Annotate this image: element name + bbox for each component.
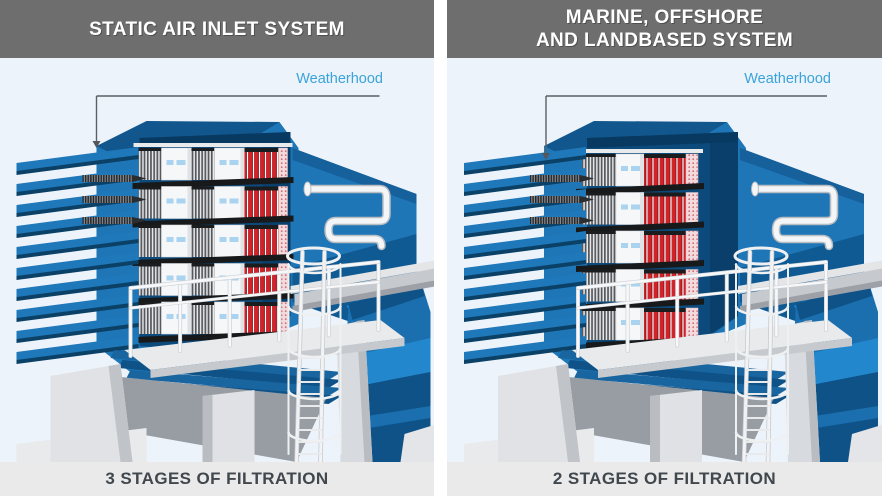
weatherhood-label: Weatherhood	[296, 71, 383, 87]
machine-illustration	[0, 58, 434, 462]
illustration-area: Weatherhood	[0, 58, 434, 462]
panel-header-bar: STATIC AIR INLET SYSTEM	[0, 0, 434, 58]
panel-header-bar: MARINE, OFFSHORE AND LANDBASED SYSTEM	[447, 0, 882, 58]
illustration-area: Weatherhood	[447, 58, 882, 462]
panel-divider	[434, 0, 447, 496]
stages-caption: 3 STAGES OF FILTRATION	[105, 469, 329, 488]
stages-caption: 2 STAGES OF FILTRATION	[552, 469, 777, 488]
panel-title-line2: AND LANDBASED SYSTEM	[535, 30, 794, 51]
panel-title-line1: STATIC AIR INLET SYSTEM	[89, 18, 345, 40]
panel-title-line1: MARINE, OFFSHORE	[565, 7, 764, 28]
panel-static-air-inlet: STATIC AIR INLET SYSTEM Weatherhood 3 ST…	[0, 0, 434, 496]
machine-illustration	[447, 58, 882, 462]
panel-marine-offshore-landbased: MARINE, OFFSHORE AND LANDBASED SYSTEM We…	[447, 0, 882, 496]
weatherhood-label: Weatherhood	[744, 71, 831, 87]
panel-footer-bar: 3 STAGES OF FILTRATION	[0, 462, 434, 496]
panel-footer-bar: 2 STAGES OF FILTRATION	[447, 462, 882, 496]
